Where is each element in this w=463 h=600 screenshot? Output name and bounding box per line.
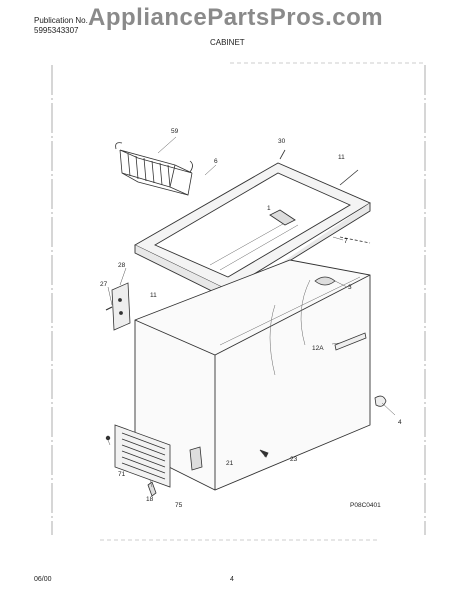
callout-label: 75 (175, 502, 183, 509)
site-watermark: AppliancePartsPros.com (88, 4, 384, 31)
footer-date: 06/00 (34, 576, 52, 583)
hinge-part (105, 282, 131, 331)
clip-part (147, 481, 157, 497)
callout-label: 12A (312, 345, 324, 352)
callout-label: 30 (278, 138, 286, 145)
publication-label: Publication No. (34, 16, 88, 25)
callout-label: 4 (398, 419, 402, 426)
power-cord-bracket-part (189, 446, 203, 471)
callout-label: 11 (150, 292, 157, 299)
exploded-parts-diagram: 59 6 30 11 1 7 28 27 11 3 12A 4 71 21 23… (51, 62, 426, 541)
lid-assembly-part (134, 162, 371, 300)
bumper-part (374, 395, 387, 407)
callout-label: 3 (348, 284, 352, 291)
callout-label: 11 (338, 154, 345, 161)
footer-page-number: 4 (230, 576, 234, 583)
callout-label: 7 (344, 238, 348, 245)
grille-part (105, 424, 171, 488)
callout-label: 23 (290, 456, 298, 463)
callout-label: 71 (118, 471, 126, 478)
callout-label: 27 (100, 281, 108, 288)
callout-label: 59 (171, 128, 179, 135)
callout-label: 18 (146, 496, 154, 503)
callout-label: 21 (226, 460, 234, 467)
nameplate-part (334, 332, 367, 351)
diagram-code: P08C0401 (350, 502, 381, 509)
basket-part (115, 142, 193, 196)
publication-number: 5995343307 (34, 26, 79, 35)
screw-part (259, 449, 269, 458)
lid-gasket-part (279, 149, 371, 244)
callout-label: 1 (267, 205, 271, 212)
cabinet-body-part (134, 259, 371, 491)
callout-label: 6 (214, 158, 218, 165)
callout-label: 28 (118, 262, 126, 269)
section-title: CABINET (210, 38, 245, 47)
